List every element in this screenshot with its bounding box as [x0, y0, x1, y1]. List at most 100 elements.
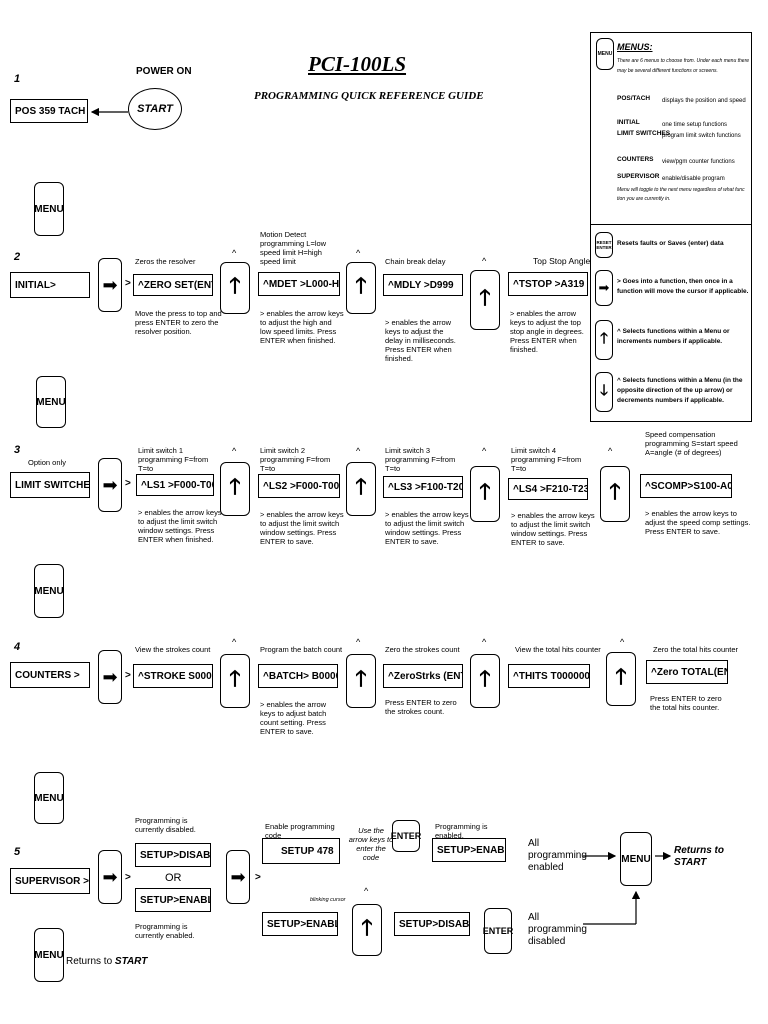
menu-supervisor: SUPERVISOR > — [10, 868, 90, 894]
legend-item-name: LIMIT SWITCHES — [617, 130, 671, 137]
up-arrow-icon: 🡑 — [479, 666, 491, 691]
caret: ^ — [356, 248, 361, 258]
caret: ^ — [232, 446, 237, 456]
up-arrow-button[interactable]: 🡑 — [352, 904, 382, 956]
step-number-3: 3 — [14, 444, 21, 456]
start-label: START — [137, 103, 173, 115]
up-arrow-button[interactable]: 🡑 — [346, 462, 376, 516]
menu-label: MENU — [34, 203, 64, 215]
description: > enables the arrow keys to adjust the t… — [510, 309, 584, 354]
option-only-label: Option only — [28, 458, 66, 467]
up-arrow-icon: 🡑 — [361, 915, 373, 940]
caption: Programming is enabled. — [435, 822, 488, 840]
display-ls1: ^LS1 >F000-T000 — [136, 474, 214, 496]
all-programming-enabled: All programming enabled — [528, 838, 587, 873]
display-setup-enabled-now: SETUP>ENABLED — [432, 838, 506, 862]
display-setup-disabled-2: SETUP>DISABLED — [394, 912, 470, 936]
description: Move the press to top and press ENTER to… — [135, 309, 222, 336]
legend-item-name: INITIAL — [617, 119, 640, 126]
up-arrow-button[interactable]: 🡑 — [606, 652, 636, 706]
right-arrow-button[interactable]: ➡ — [98, 458, 122, 512]
display-setup-enabled: SETUP>ENABLED — [135, 888, 211, 912]
up-arrow-icon: 🡑 — [615, 664, 627, 689]
display-mdet: ^MDET >L000-H999 — [258, 272, 340, 296]
menu-label: MENU — [621, 853, 651, 865]
start-oval[interactable]: START — [128, 88, 182, 130]
caption: Limit switch 4 programming F=from T=to — [511, 446, 582, 473]
step-number-4: 4 — [14, 641, 21, 653]
legend-menus-title: MENUS: — [617, 42, 653, 52]
description: > enables the arrow keys to adjust batch… — [260, 700, 327, 736]
caption: Programming is currently disabled. — [135, 816, 196, 834]
display-ls2: ^LS2 >F000-T000 — [258, 474, 340, 498]
caret: ^ — [482, 637, 487, 647]
right-arrow-button[interactable]: ➡ — [98, 258, 122, 312]
up-arrow-button[interactable]: 🡑 — [346, 262, 376, 314]
up-arrow-icon: 🡑 — [609, 479, 621, 504]
menu-button-5[interactable]: MENU — [34, 928, 64, 982]
legend-down-arrow-button: 🡓 — [595, 372, 613, 412]
caret: ^ — [232, 637, 237, 647]
description: > enables the arrow keys to adjust the l… — [385, 510, 469, 546]
up-arrow-icon: 🡑 — [355, 666, 367, 691]
description: > enables the arrow keys to adjust the l… — [260, 510, 344, 546]
up-arrow-icon: 🡑 — [600, 329, 608, 347]
display-zerostrks: ^ZeroStrks (ENT) — [383, 664, 463, 688]
step-number-1: 1 — [14, 73, 21, 85]
right-arrow-icon: ➡ — [598, 280, 610, 295]
legend-right-text: > Goes into a function, then once in a f… — [617, 278, 749, 295]
menu-button-3[interactable]: MENU — [34, 564, 64, 618]
display-zero-total: ^Zero TOTAL(ENT) — [646, 660, 728, 684]
enter-button-2[interactable]: ENTER — [483, 908, 513, 954]
returns-to-start-right: Returns to START — [674, 845, 724, 868]
menu-button-1[interactable]: MENU — [34, 182, 64, 236]
menu-label: MENU — [36, 396, 66, 408]
display-zero-set: ^ZERO SET(ENT) — [133, 274, 213, 296]
caption: Limit switch 2 programming F=from T=to — [260, 446, 331, 473]
gt-symbol: > — [125, 278, 131, 289]
menu-button-2[interactable]: MENU — [36, 376, 66, 428]
up-arrow-icon: 🡑 — [229, 474, 241, 499]
caption: Programming is currently enabled. — [135, 922, 195, 940]
display-scomp: ^SCOMP>S100-A020 — [640, 474, 732, 498]
up-arrow-button[interactable]: 🡑 — [346, 654, 376, 708]
or-label: OR — [165, 872, 182, 884]
menu-button-6[interactable]: MENU — [620, 832, 652, 886]
display-tstop: ^TSTOP >A319 — [508, 272, 588, 296]
right-arrow-button[interactable]: ➡ — [226, 850, 250, 904]
right-arrow-button[interactable]: ➡ — [98, 650, 122, 704]
gt-symbol: > — [125, 670, 131, 681]
right-arrow-icon: ➡ — [102, 474, 118, 495]
gt-symbol: > — [125, 478, 131, 489]
caption: Chain break delay — [385, 257, 446, 266]
caption: Enable programming code — [265, 822, 335, 840]
display-mdly: ^MDLY >D999 — [383, 274, 463, 296]
up-arrow-button[interactable]: 🡑 — [470, 654, 500, 708]
up-arrow-icon: 🡑 — [479, 285, 491, 310]
up-arrow-button[interactable]: 🡑 — [470, 466, 500, 522]
caption: Program the batch count — [260, 645, 343, 654]
legend-reset-label: RESET ENTER — [596, 240, 612, 250]
caption: Limit switch 3 programming F=from T=to — [385, 446, 456, 473]
display-stroke: ^STROKE S000000 — [133, 664, 213, 688]
right-arrow-icon: ➡ — [102, 866, 118, 887]
enter-button[interactable]: ENTER — [390, 820, 422, 852]
caption: Zero the strokes count — [385, 645, 460, 654]
menu-limit-switches: LIMIT SWITCHES > — [10, 472, 90, 498]
up-arrow-button[interactable]: 🡑 — [600, 466, 630, 522]
power-on-label: POWER ON — [136, 66, 192, 77]
gt-symbol: > — [125, 872, 131, 883]
up-arrow-button[interactable]: 🡑 — [470, 270, 500, 330]
up-arrow-button[interactable]: 🡑 — [220, 462, 250, 516]
right-arrow-button[interactable]: ➡ — [98, 850, 122, 904]
up-arrow-button[interactable]: 🡑 — [220, 654, 250, 708]
up-arrow-button[interactable]: 🡑 — [220, 262, 250, 314]
display-setup-enabled-blink: SETUP>ENABLED — [262, 912, 338, 936]
caret: ^ — [482, 256, 487, 266]
menu-button-4[interactable]: MENU — [34, 772, 64, 824]
all-programming-disabled: All programming disabled — [528, 912, 587, 947]
enter-label: ENTER — [390, 831, 422, 841]
legend-divider — [590, 224, 752, 225]
caption: View the strokes count — [135, 645, 211, 654]
display-thits: ^THITS T00000000 — [508, 664, 590, 688]
